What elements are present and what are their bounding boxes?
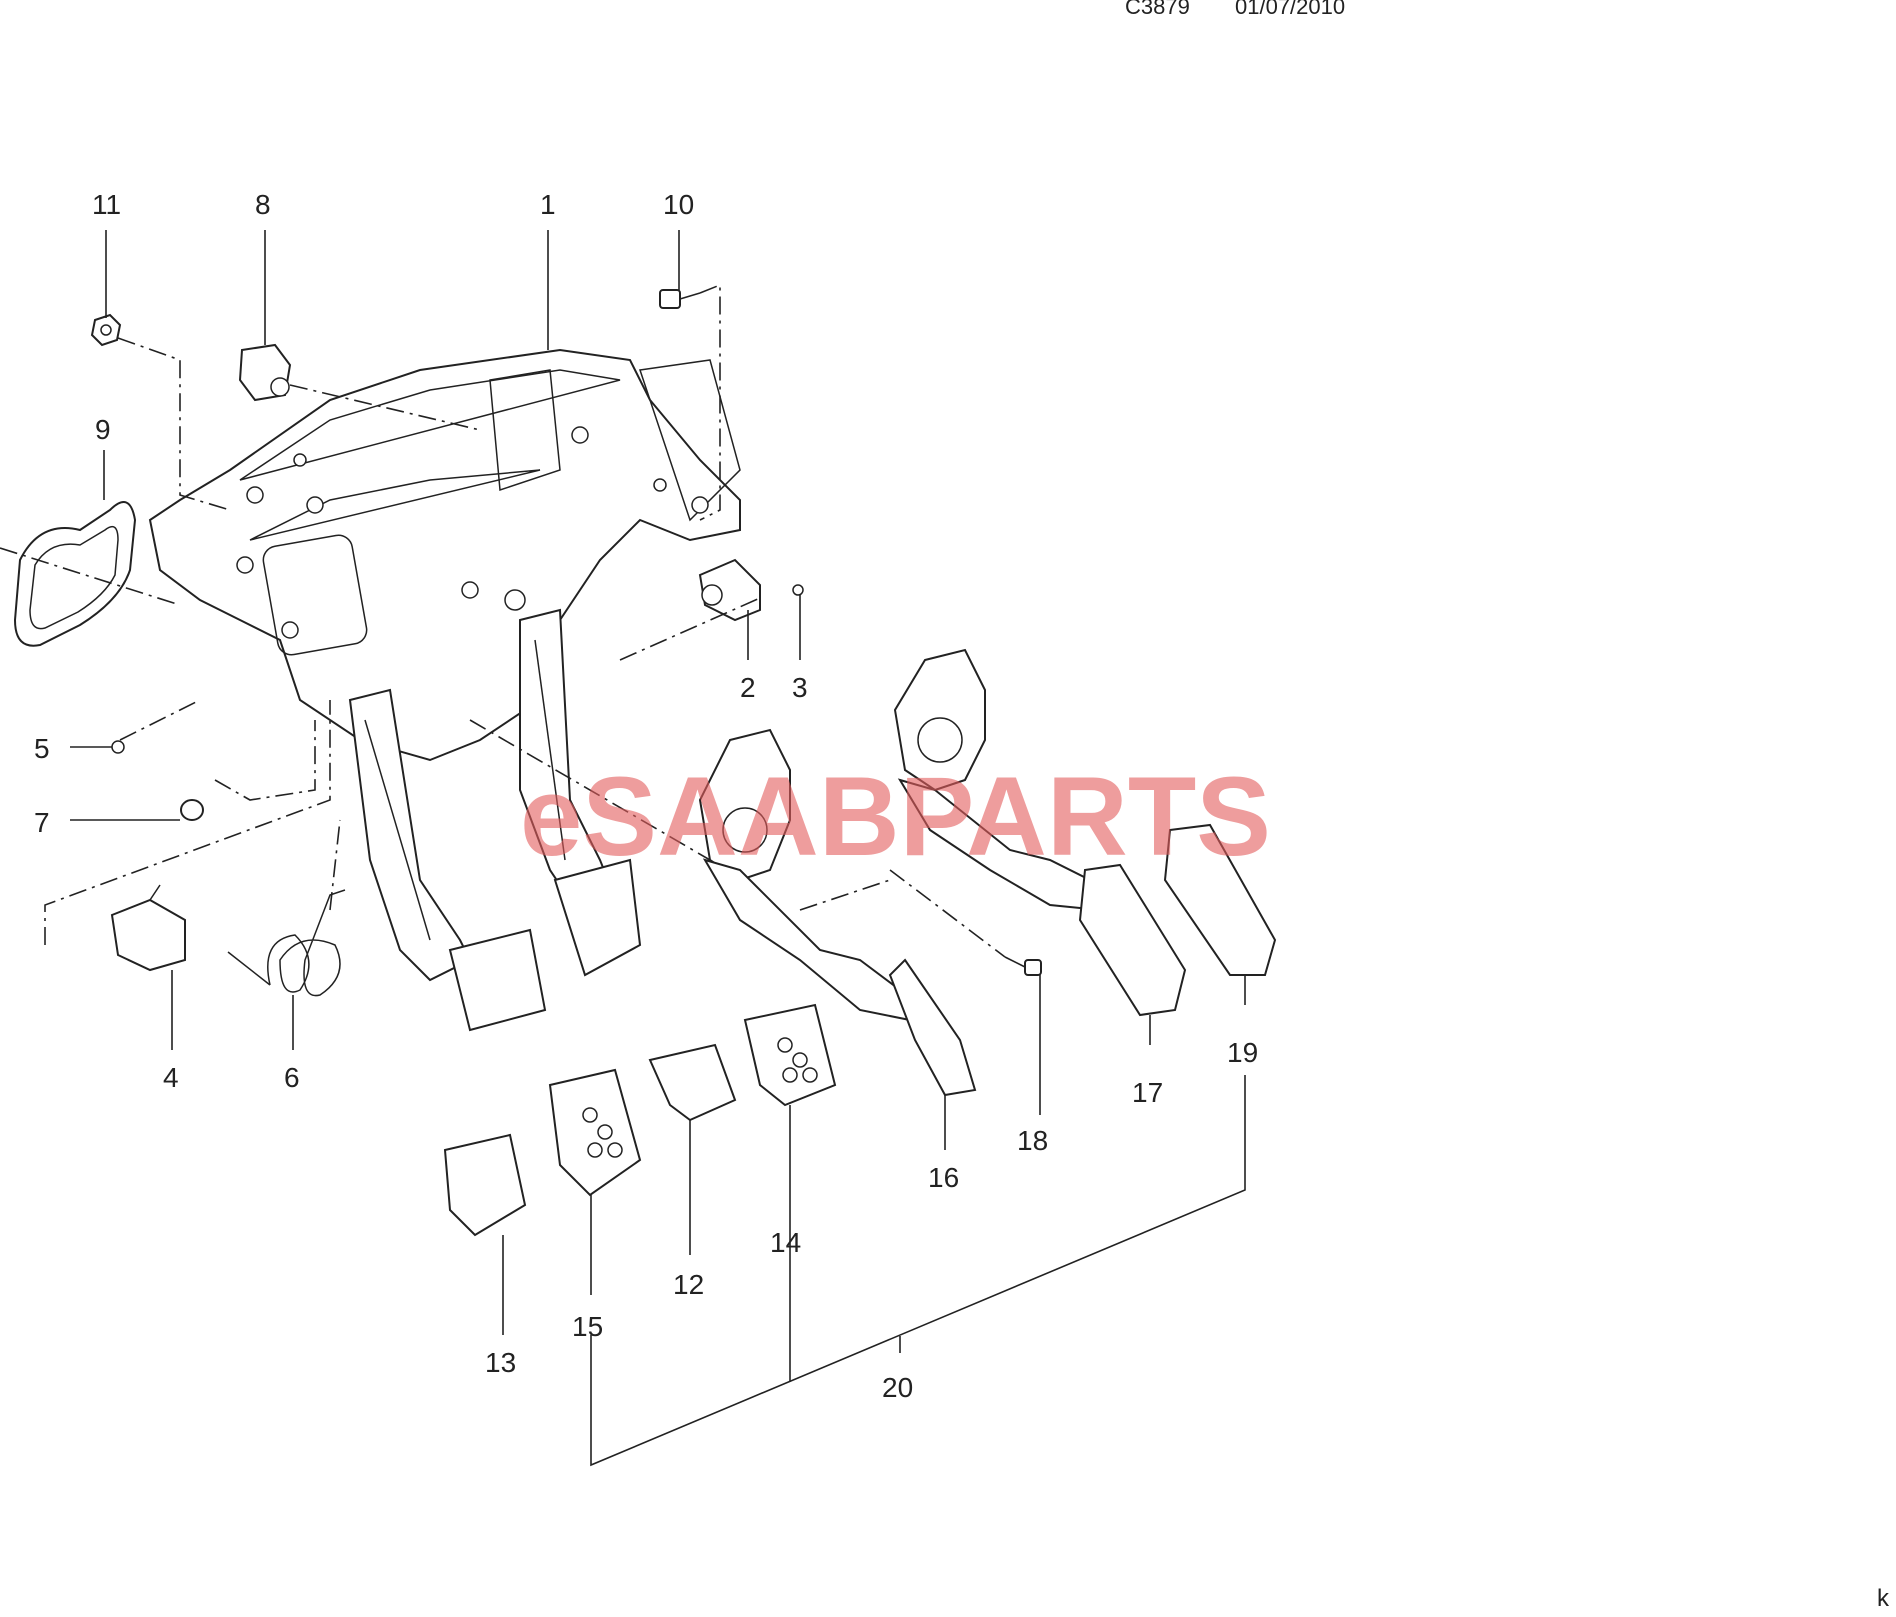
leader-lines [70, 230, 1246, 1467]
pedal-bracket-drawing [148, 348, 741, 762]
callout-17: 17 [1132, 1077, 1163, 1108]
callout-18: 18 [1017, 1125, 1048, 1156]
gasket-drawing [13, 501, 137, 647]
clutch-brake-pedals [348, 608, 642, 1032]
callout-7: 7 [34, 807, 50, 838]
callout-14: 14 [770, 1227, 801, 1258]
callout-20: 20 [882, 1372, 913, 1403]
callout-10: 10 [663, 189, 694, 220]
callout-9: 9 [95, 414, 111, 445]
diagram-code: C3879 [1125, 0, 1190, 19]
callout-12: 12 [673, 1269, 704, 1300]
callout-11: 11 [92, 189, 121, 220]
callout-2: 2 [740, 672, 756, 703]
callout-1: 1 [540, 189, 556, 220]
callout-16: 16 [928, 1162, 959, 1193]
pedal-pads [443, 1003, 837, 1237]
callouts: 11 8 1 10 9 2 3 5 7 4 6 16 18 17 19 14 1… [34, 189, 1258, 1403]
accelerator-pedals [698, 648, 1277, 1097]
callout-5: 5 [34, 733, 50, 764]
callout-15: 15 [572, 1311, 603, 1342]
callout-13: 13 [485, 1347, 516, 1378]
diagram-date: 01/07/2010 [1235, 0, 1346, 19]
relation-lines [0, 283, 1006, 958]
callout-6: 6 [284, 1062, 300, 1093]
callout-8: 8 [255, 189, 271, 220]
callout-19: 19 [1227, 1037, 1258, 1068]
corner-mark: k [1877, 1585, 1889, 1612]
watermark: eSAABPARTS [520, 754, 1271, 879]
callout-4: 4 [163, 1062, 179, 1093]
callout-3: 3 [792, 672, 808, 703]
